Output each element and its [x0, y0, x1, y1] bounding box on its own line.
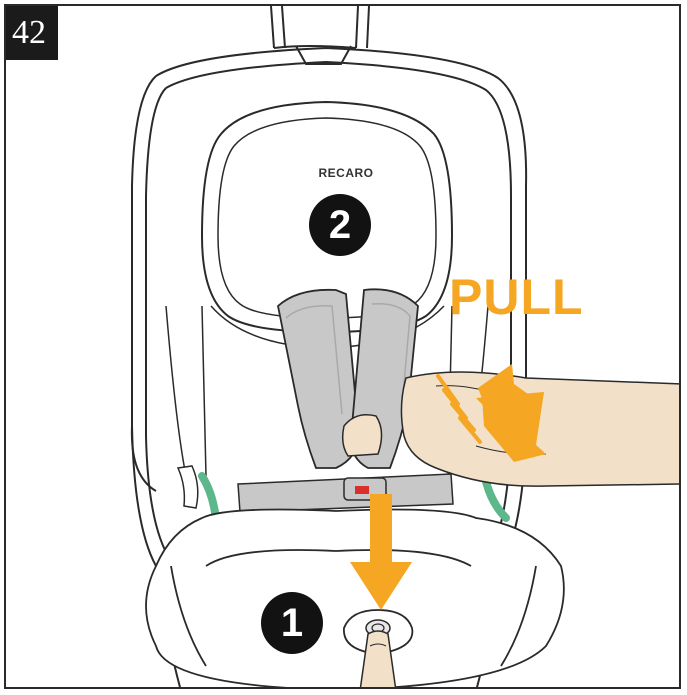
finger-icon: [359, 630, 397, 687]
top-tether-straps: [270, 6, 370, 65]
shoulder-harness: [277, 288, 419, 469]
pull-arrow-icon: [476, 364, 546, 462]
pull-label: PULL: [449, 269, 584, 325]
step-marker-one: 1: [261, 592, 323, 654]
brand-logo: RECARO: [318, 166, 374, 180]
seat-cushion: [145, 508, 565, 687]
hand-icon: [400, 371, 679, 487]
instruction-figure: 42: [4, 4, 681, 689]
down-arrow-icon: [350, 494, 412, 610]
step-number-badge: 42: [6, 6, 58, 60]
step-marker-two: 2: [309, 194, 371, 256]
car-seat-illustration: [130, 6, 679, 687]
motion-lines: [436, 374, 482, 444]
